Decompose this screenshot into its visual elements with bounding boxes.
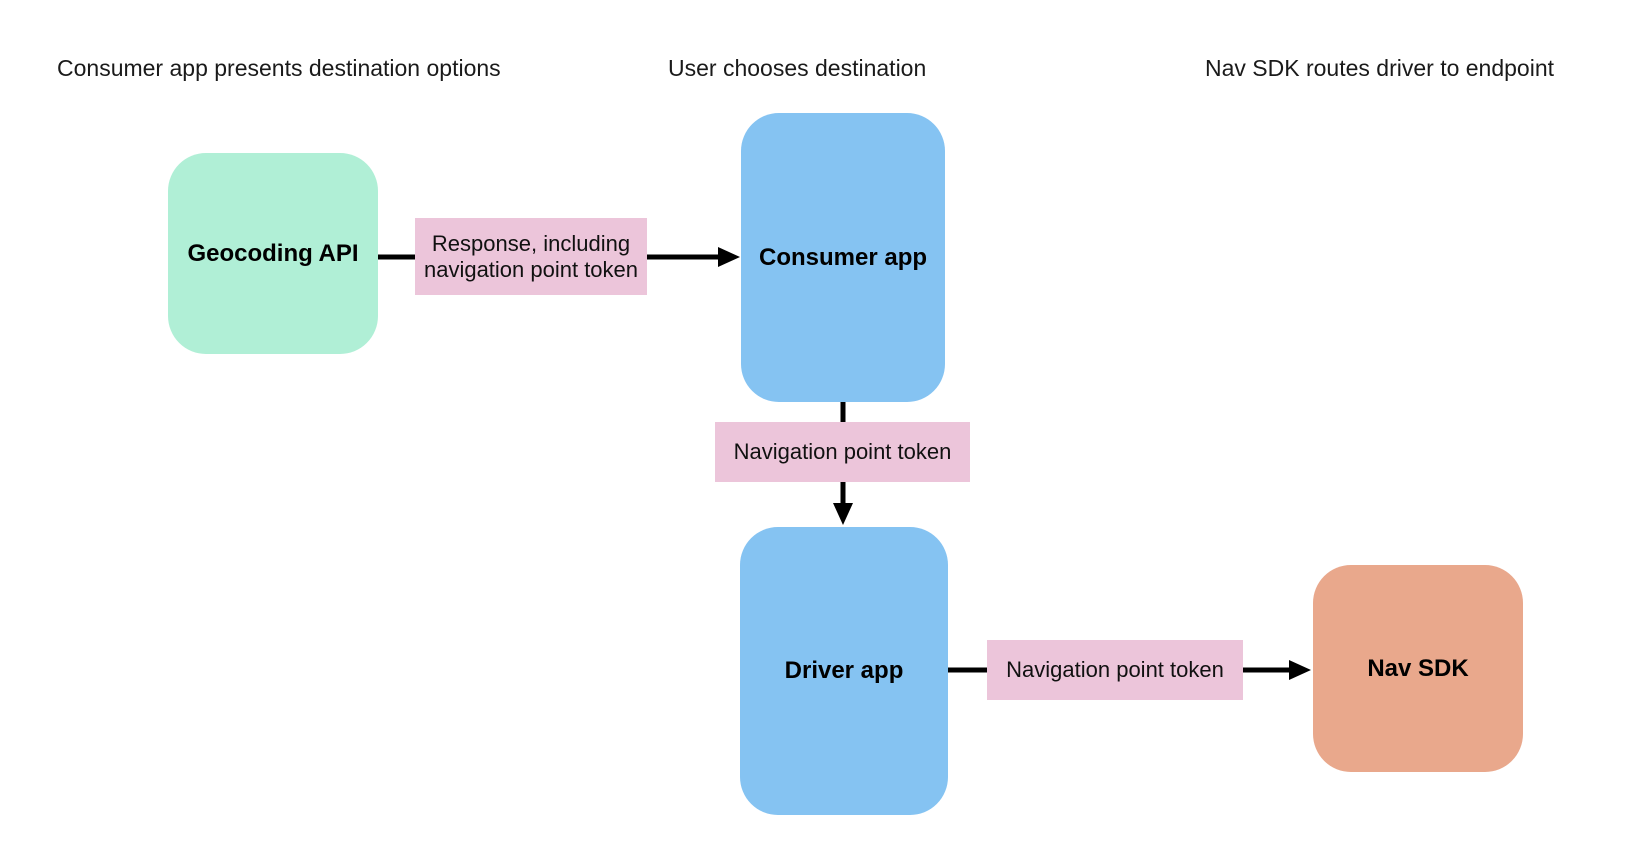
node-driver-app-label: Driver app bbox=[784, 657, 904, 684]
arrowhead-icon bbox=[718, 247, 740, 267]
node-nav-sdk-label: Nav SDK bbox=[1367, 654, 1469, 682]
lane-header-consumer-presents: Consumer app presents destination option… bbox=[57, 55, 501, 81]
node-consumer-app-label: Consumer app bbox=[758, 243, 928, 271]
lane-header-user-chooses: User chooses destination bbox=[668, 55, 927, 81]
node-geocoding-api: Geocoding API bbox=[168, 153, 378, 354]
node-nav-sdk: Nav SDK bbox=[1313, 565, 1523, 772]
arrowhead-icon bbox=[1289, 660, 1311, 680]
node-geocoding-api-label: Geocoding API bbox=[187, 239, 359, 267]
edge-label-navigation-point-token-consumer-driver: Navigation point token bbox=[715, 422, 970, 482]
node-consumer-app: Consumer app bbox=[741, 113, 945, 402]
edge-label-response-including-token: Response, including navigation point tok… bbox=[415, 218, 647, 295]
node-driver-app: Driver app bbox=[740, 527, 948, 815]
edge-label-navigation-point-token-driver-navsdk: Navigation point token bbox=[987, 640, 1243, 700]
lane-header-nav-sdk-routes: Nav SDK routes driver to endpoint bbox=[1205, 55, 1555, 81]
arrowhead-icon bbox=[833, 503, 853, 525]
